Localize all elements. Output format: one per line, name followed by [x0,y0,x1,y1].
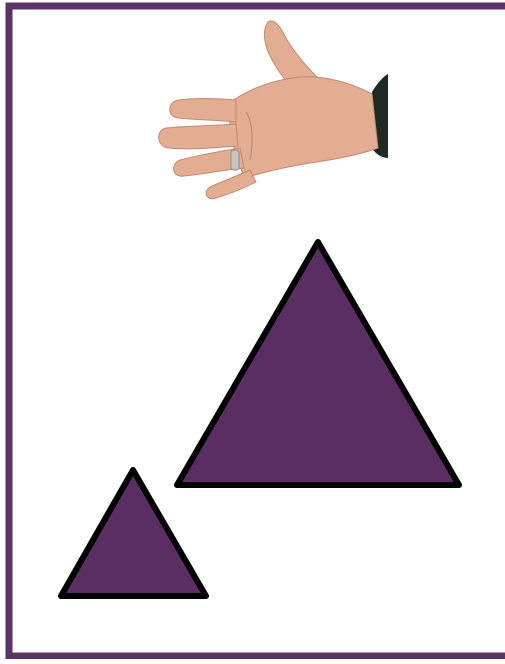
finger-index [170,99,236,123]
finger-middle [159,124,238,149]
ring [231,150,239,170]
